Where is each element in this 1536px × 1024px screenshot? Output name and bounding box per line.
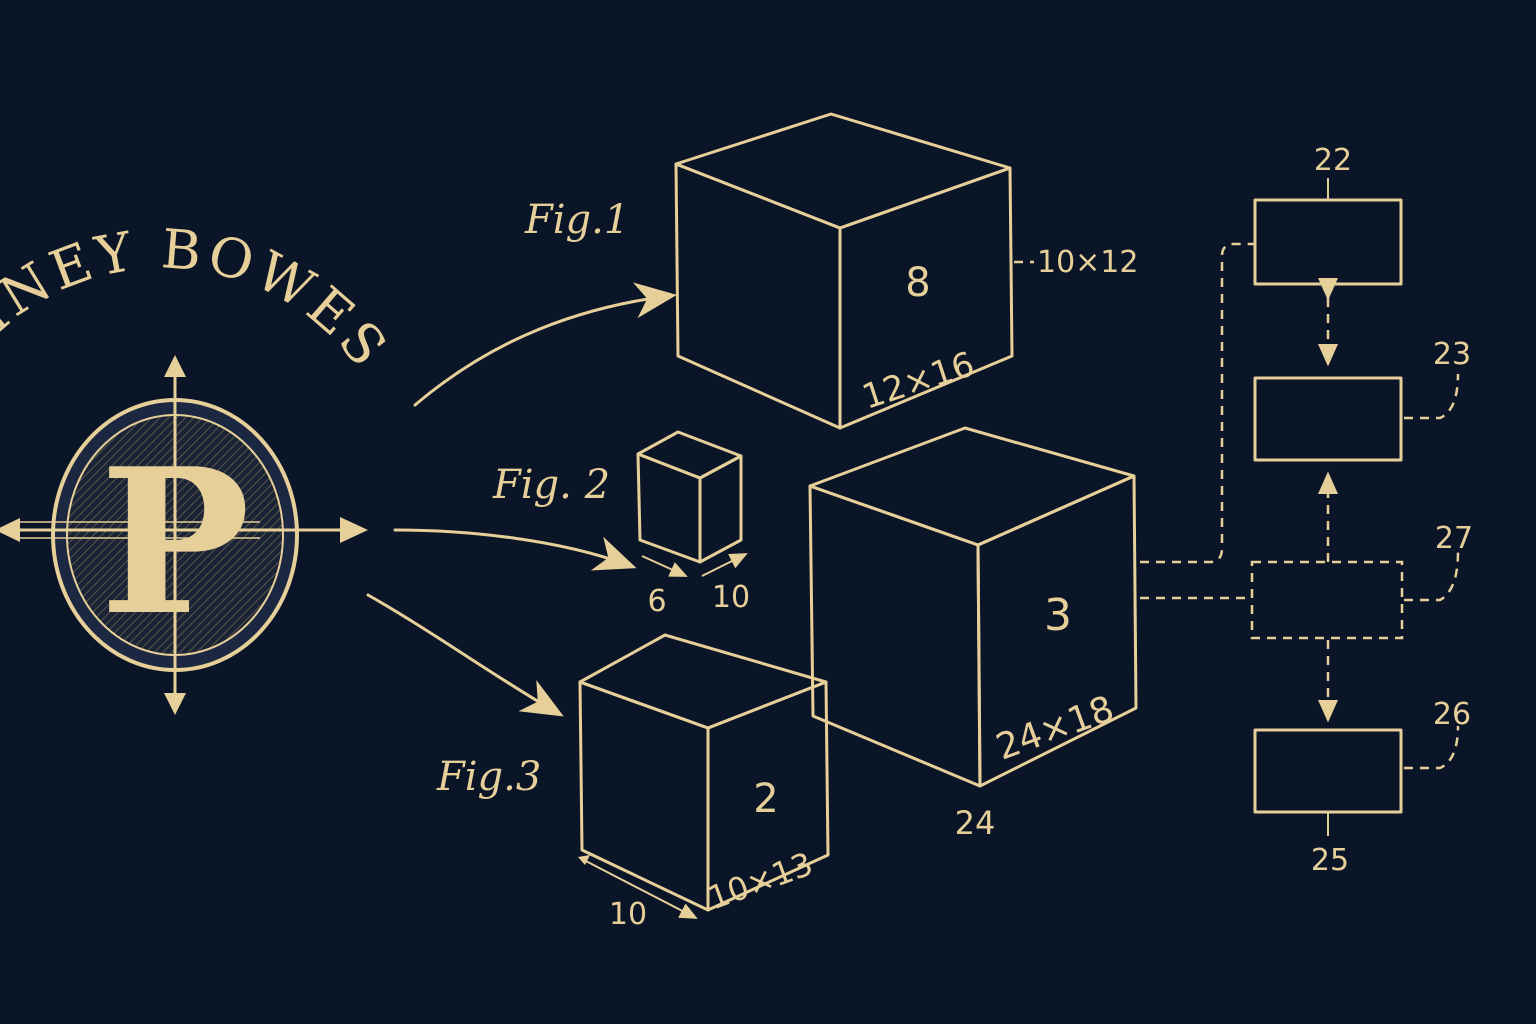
ref-23: 23 [1433,337,1471,372]
fig-2-dim-b: 10 [712,580,750,615]
ref-25: 25 [1311,843,1349,878]
block-26 [1253,728,1403,814]
large-box-face-dims: 24×18 [991,688,1119,768]
figure-2: Fig. 2 6 10 [492,430,750,619]
box-front-face [674,162,842,430]
ref-22: 22 [1314,143,1352,178]
fig-2-label: Fig. 2 [492,462,610,508]
figure-3: Fig.3 2 10×13 10 [436,633,830,932]
connector-arrows [366,282,677,717]
fig-3-label: Fig.3 [436,754,541,800]
fig-1-number: 8 [905,260,930,306]
brand-wordmark: INEY BOWES [0,217,401,381]
block-diagram: 22 23 27 26 25 [1140,143,1473,878]
ref-26: 26 [1433,697,1471,732]
fig-1-label: Fig.1 [524,197,629,243]
block-22 [1253,198,1403,286]
fig-2-dim-a: 6 [647,584,666,619]
block-23 [1253,376,1403,462]
ref-27: 27 [1435,521,1473,556]
box-side-face [838,166,1014,430]
large-box: 3 24×18 24 [808,426,1138,842]
fig-3-number: 2 [753,776,778,822]
pitney-bowes-logo: INEY BOWES P [0,217,401,715]
compass-arrows-icon [0,355,368,715]
large-box-bottom-ref: 24 [955,804,996,842]
block-27 [1250,560,1404,640]
box-top-face [674,112,1012,230]
large-box-number: 3 [1044,590,1072,641]
fig-3-face-dims: 10×13 [703,845,818,918]
fig-1-face-dims: 12×16 [857,344,979,418]
fig-3-bottom-dim: 10 [609,897,647,932]
fig-1-side-dim: 10×12 [1037,245,1138,280]
figure-1: Fig.1 8 12×16 10×12 [524,112,1138,430]
